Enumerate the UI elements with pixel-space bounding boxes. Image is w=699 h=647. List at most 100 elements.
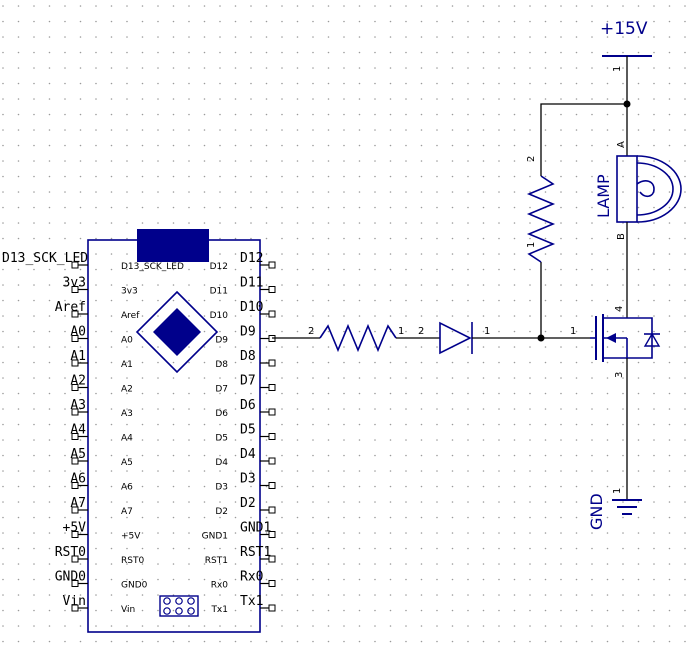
mosfet-source-pin: 3 [614,372,625,378]
arduino-right-outer-label: D8 [240,349,256,364]
arduino-left-outer-label: GND0 [55,570,86,585]
arduino-left-pin-pad[interactable] [71,506,79,514]
mosfet-drain-pin: 4 [614,306,625,312]
arduino-d13-label: D13_SCK_LED [2,251,88,266]
arduino-right-inner-label: D3 [215,483,228,493]
arduino-right-outer-label: D4 [240,447,256,462]
arduino-left-inner-label: A5 [121,458,133,468]
arduino-right-inner-label: D12 [210,262,228,272]
mcu-chip-outline [135,290,219,374]
supply-label: +15V [600,19,648,39]
arduino-right-inner-label: D6 [215,409,228,419]
arduino-left-inner-label: 3v3 [121,287,138,297]
arduino-right-outer-label: D7 [240,374,256,389]
arduino-right-inner-label: D4 [215,458,228,468]
arduino-left-pin-pad[interactable] [71,384,79,391]
arduino-left-pin-pad[interactable] [71,433,79,440]
resistor-vertical[interactable]: 2 1 [526,156,556,263]
arduino-right-outer-label: D5 [240,423,256,438]
diode-pin-left: 2 [418,326,424,337]
arduino-right-outer-label: D12 [240,251,263,266]
arduino-left-pin-pad[interactable] [71,604,79,612]
arduino-left-inner-label: +5V [121,532,141,542]
arduino-left-outer-label: RST0 [55,545,86,560]
lamp-filament [636,180,655,198]
arduino-right-pin-pad[interactable] [268,506,276,514]
arduino-right-pin-pad[interactable] [268,580,276,587]
lamp-pin-a: A [616,141,627,148]
lamp-label: LAMP [594,174,613,218]
lamp-bulb-outer [636,155,682,223]
arduino-right-inner-label: RST1 [205,556,228,566]
supply-pin-number: 1 [612,66,623,72]
arduino-left-outer-label: A2 [70,374,86,389]
arduino-right-pin-pad[interactable] [268,261,276,269]
arduino-left-pin-pad[interactable] [71,457,79,465]
mosfet-arrow [606,333,616,343]
arduino-right-pin-pad[interactable] [268,384,276,391]
mosfet[interactable]: 1 4 3 [570,306,661,378]
resistor-horizontal[interactable]: 2 1 [308,323,404,353]
resistor-horizontal-pin-left: 2 [308,326,314,337]
usb-connector [137,229,209,262]
resistor-vertical-zigzag [526,175,556,263]
arduino-left-inner-label: A1 [121,360,133,370]
arduino-right-pin-pad[interactable] [268,482,276,489]
icsp-pads [163,597,195,615]
arduino-left-inner-label: GND0 [121,581,148,591]
arduino-left-pin-pad[interactable] [71,261,79,269]
resistor-horizontal-zigzag [319,323,397,353]
arduino-right-pin-pad[interactable] [268,359,276,367]
arduino-left-pin-pad[interactable] [71,408,79,416]
arduino-right-inner-label: D8 [215,360,228,370]
arduino-nano[interactable]: D13_SCK_LED D13_SCK_LED 3v3ArefA0A1A2A3A4… [2,229,276,633]
arduino-right-pin-pad[interactable] [268,604,276,612]
arduino-left-pin-pad[interactable] [71,482,79,489]
arduino-left-pin-pad[interactable] [71,310,79,318]
arduino-left-inner-label: A4 [121,434,133,444]
arduino-right-outer-label: Rx0 [240,570,263,585]
arduino-right-inner-label: D11 [210,287,228,297]
arduino-left-inner-label: D13_SCK_LED [121,262,184,272]
arduino-left-pin-pad[interactable] [71,555,79,563]
arduino-right-pin-pad[interactable] [268,408,276,416]
arduino-left-pin-pad[interactable] [71,531,79,538]
arduino-right-outer-label: D6 [240,398,256,413]
arduino-left-outer-label: Aref [55,300,86,315]
arduino-right-pin-pad[interactable] [268,433,276,440]
arduino-left-pin-pad[interactable] [71,286,79,293]
arduino-right-outer-label: RST1 [240,545,271,560]
resistor-horizontal-pin-right: 1 [398,326,404,337]
arduino-right-inner-label: D2 [215,507,228,517]
resistor-vertical-pin-top: 2 [526,156,537,162]
arduino-left-outer-label: A0 [70,325,86,340]
arduino-left-outer-label: A6 [70,472,86,487]
arduino-right-pin-pad[interactable] [268,555,276,563]
arduino-left-outer-label: A5 [70,447,86,462]
lamp-bulb-inner [636,162,674,216]
mosfet-body-diode [643,332,661,347]
arduino-left-inner-label: A2 [121,385,133,395]
arduino-right-pin-pad[interactable] [268,457,276,465]
arduino-left-inner-label: A3 [121,409,133,419]
ground-pin-number: 1 [612,488,623,494]
arduino-left-pin-pad[interactable] [71,580,79,587]
arduino-right-pin-pad[interactable] [268,531,276,538]
resistor-vertical-pin-bottom: 1 [526,242,537,248]
arduino-right-outer-label: D10 [240,300,263,315]
arduino-right-outer-label: D3 [240,472,256,487]
arduino-left-pin-pad[interactable] [71,359,79,367]
arduino-right-pin-pad[interactable] [268,310,276,318]
arduino-right-inner-label: Rx0 [211,581,229,591]
arduino-left-outer-label: A7 [70,496,86,511]
arduino-right-outer-label: D11 [240,276,263,291]
ground[interactable]: GND 1 [587,488,642,530]
arduino-right-pin-pad[interactable] [268,286,276,293]
icsp-header [159,595,199,617]
arduino-left-pin-pad[interactable] [71,335,79,342]
wire-resistor-to-supply[interactable] [540,103,627,176]
mosfet-gate-pin: 1 [570,326,576,337]
arduino-right-outer-label: Tx1 [240,594,263,609]
